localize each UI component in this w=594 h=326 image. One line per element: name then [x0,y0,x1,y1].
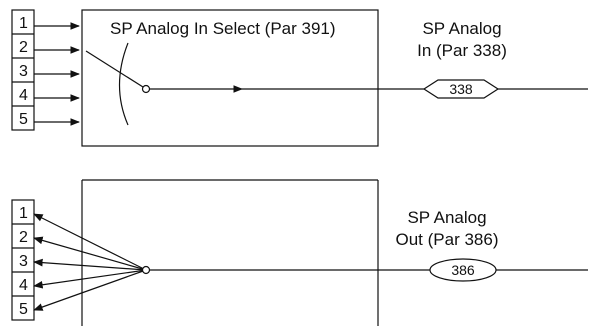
bottom-output-number-1: 1 [19,205,28,222]
selector-switch-arc [118,42,129,126]
bottom-parameter-title-line-1: SP Analog [407,208,486,227]
bottom-output-number-5: 5 [19,301,28,318]
top-parameter-title-line-2: In (Par 338) [417,41,507,60]
top-selector-box [81,9,379,147]
top-parameter-tag [422,79,500,99]
top-input-number-4: 4 [19,87,28,104]
bottom-output-number-3: 3 [19,253,28,270]
bottom-section: 1 2 3 4 5 386 SP Analog Out (Par 386) [11,179,588,326]
bottom-output-arrow-4 [33,269,147,289]
bottom-output-number-2: 2 [19,229,28,246]
bottom-parameter-value: 386 [451,262,475,278]
top-input-number-2: 2 [19,39,28,56]
selector-switch-arm [85,50,144,88]
bottom-output-arrow-3 [33,258,147,271]
top-parameter-title-line-1: SP Analog [422,19,501,38]
bottom-output-arrow-5 [33,269,147,311]
bottom-junction-node [141,265,151,275]
bottom-output-arrow-1 [33,213,147,271]
bottom-router-box [81,179,379,326]
top-input-number-1: 1 [19,15,28,32]
top-input-block [11,9,35,131]
top-parameter-value: 338 [449,81,473,97]
selector-switch-node [141,84,151,94]
top-input-number-3: 3 [19,63,28,80]
bottom-output-arrow-2 [33,236,147,271]
bottom-parameter-title-line-2: Out (Par 386) [396,230,499,249]
top-input-number-5: 5 [19,111,28,128]
select-parameter-label: SP Analog In Select (Par 391) [110,19,336,38]
top-section: 1 2 3 4 5 SP Analog In Select (Par 391) … [11,9,588,147]
bottom-output-number-4: 4 [19,277,28,294]
bottom-parameter-tag [429,258,497,282]
